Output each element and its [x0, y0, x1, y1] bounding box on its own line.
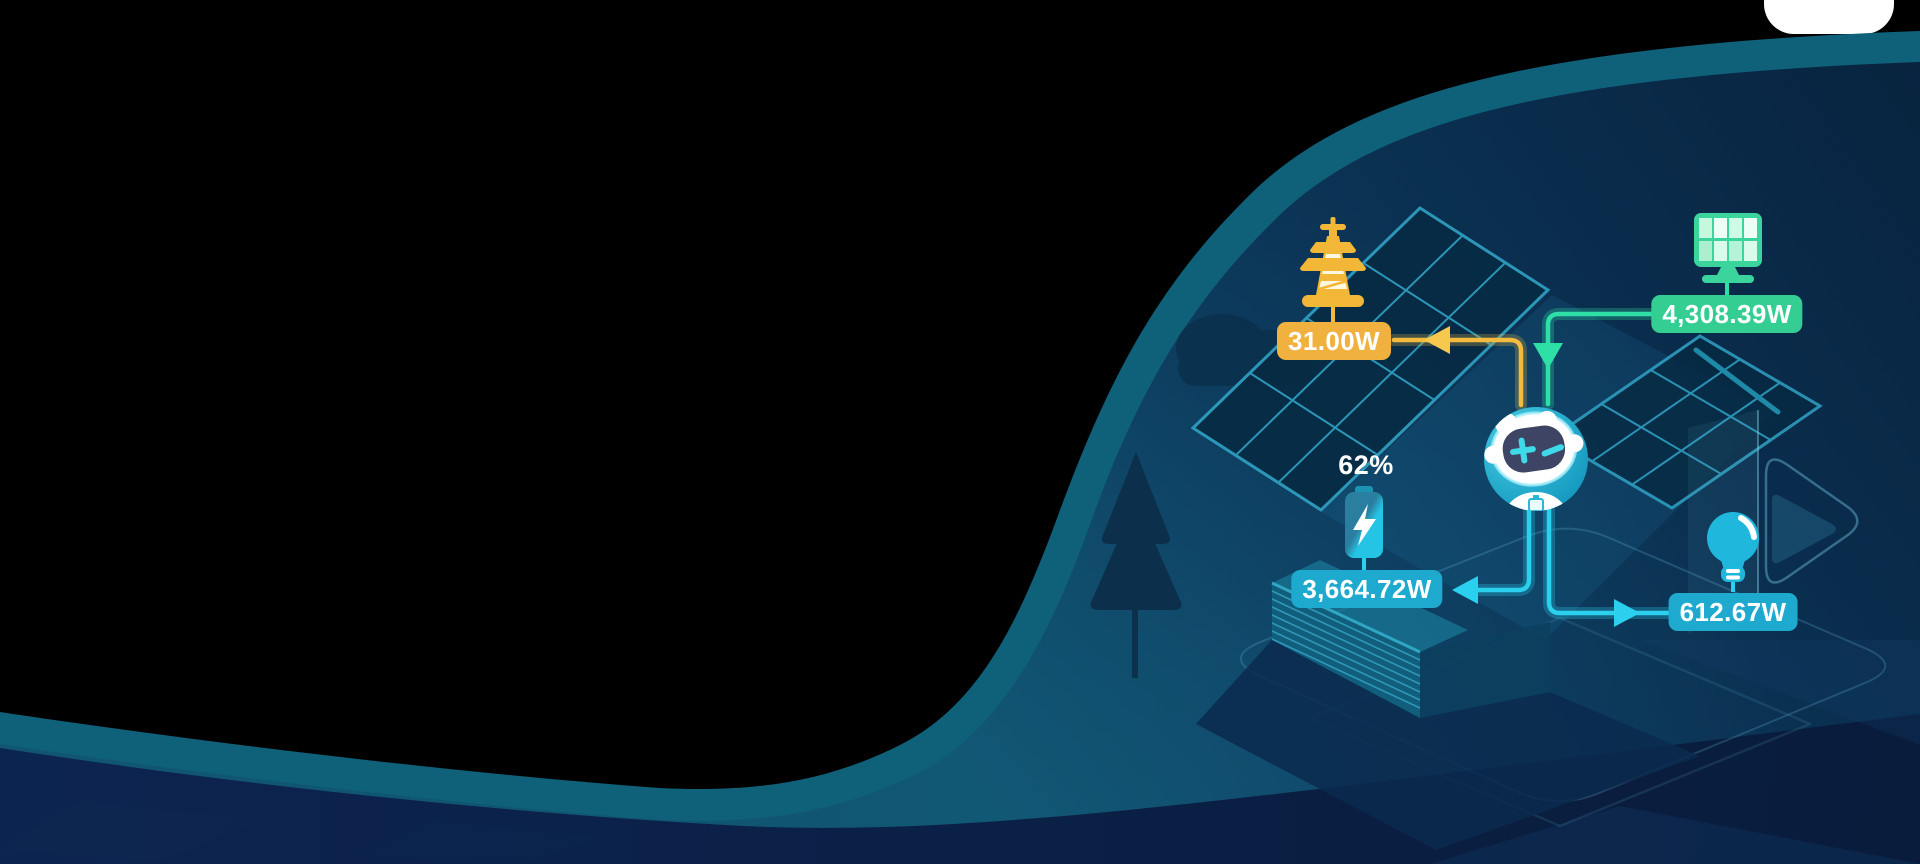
gable-fill	[1772, 494, 1836, 564]
solar-panel-icon[interactable]	[1694, 213, 1762, 283]
solar-power-badge[interactable]: 4,308.39W	[1651, 295, 1803, 333]
pine-tree	[1090, 452, 1182, 678]
roof-solar-array-right	[1549, 334, 1823, 510]
light-bulb-icon[interactable]	[1707, 512, 1759, 582]
ground-facet	[0, 800, 260, 862]
white-cloud	[1764, 0, 1894, 34]
flow-line-home	[1546, 503, 1671, 616]
flow-line-battery	[1474, 503, 1532, 593]
ground-facet	[1640, 640, 1920, 745]
battery-soc-percent: 62%	[1338, 450, 1394, 480]
garage	[1196, 560, 1700, 850]
flow-line-grid	[1391, 337, 1524, 408]
flow-arrow-from-solar	[1533, 343, 1563, 369]
flow-line-solar	[1545, 311, 1661, 407]
battery-charging-icon[interactable]	[1345, 486, 1383, 558]
home-load-power-badge[interactable]: 612.67W	[1668, 593, 1798, 631]
ground-facet	[360, 820, 600, 864]
gable-outline	[1764, 458, 1859, 584]
ground-facet	[1430, 806, 1920, 864]
grid-power-badge[interactable]: 31.00W	[1276, 322, 1392, 360]
battery-power-badge[interactable]: 3,664.72W	[1291, 570, 1443, 608]
flow-arrow-to-battery	[1452, 576, 1478, 604]
transmission-tower-icon[interactable]	[1300, 217, 1366, 307]
flow-arrow-to-grid	[1424, 326, 1450, 354]
roof-eave	[1693, 347, 1781, 415]
flow-arrow-to-home	[1614, 599, 1640, 627]
robot-inverter-mascot	[1484, 407, 1588, 511]
